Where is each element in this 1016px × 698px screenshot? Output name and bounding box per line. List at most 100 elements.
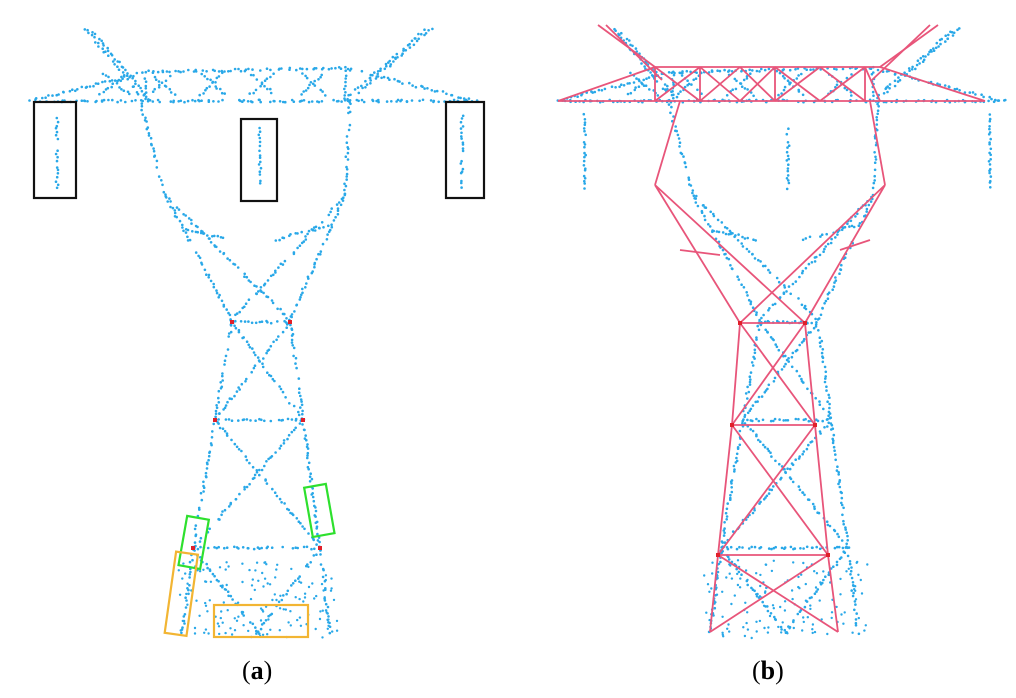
cloud-point (876, 109, 880, 112)
cloud-point (866, 563, 869, 566)
cloud-point (265, 351, 268, 355)
cloud-point (280, 501, 283, 504)
cloud-point (877, 105, 880, 108)
cloud-point (308, 480, 312, 483)
cloud-point (813, 507, 816, 511)
cloud-point (247, 67, 250, 71)
cloud-point (800, 341, 804, 344)
cloud-point (197, 254, 200, 258)
cloud-point (395, 52, 399, 56)
cloud-point (257, 133, 261, 137)
cloud-point (204, 471, 208, 475)
cloud-point (758, 70, 761, 73)
cloud-point (418, 99, 421, 103)
cloud-point (213, 574, 216, 578)
cloud-point (124, 100, 127, 104)
cloud-point (710, 70, 714, 73)
cloud-point (315, 527, 319, 530)
cloud-point (815, 545, 818, 549)
cloud-point (312, 226, 316, 229)
cloud-point (827, 421, 830, 425)
cloud-point (162, 190, 166, 194)
cloud-point (778, 462, 781, 466)
cloud-point (834, 236, 837, 239)
cloud-point (758, 318, 761, 322)
cloud-point (884, 87, 887, 91)
cloud-point (802, 620, 805, 624)
cloud-point (163, 84, 167, 88)
cloud-point (234, 319, 237, 323)
cloud-point (327, 224, 330, 228)
cloud-point (344, 155, 348, 158)
cloud-point (324, 609, 328, 612)
cloud-point (264, 619, 268, 622)
cloud-point (730, 602, 733, 606)
cloud-point (799, 547, 802, 550)
cloud-point (305, 545, 309, 549)
cloud-point (785, 187, 789, 191)
cloud-point (394, 56, 397, 60)
cloud-point (273, 593, 276, 596)
cloud-point (227, 505, 231, 508)
cloud-point (939, 42, 942, 46)
cloud-point (320, 100, 324, 103)
cloud-point (787, 285, 791, 288)
cloud-point (301, 423, 304, 426)
cloud-point (762, 604, 766, 607)
wireframe-member (709, 554, 829, 633)
cloud-point (219, 236, 223, 239)
cloud-point (287, 621, 290, 624)
cloud-point (833, 529, 837, 533)
cloud-point (980, 93, 983, 96)
cloud-point (258, 140, 262, 144)
cloud-point (278, 385, 281, 388)
cloud-point (752, 94, 755, 98)
joint-node (803, 321, 807, 325)
cloud-point (840, 228, 844, 232)
cloud-point (770, 547, 773, 551)
cloud-point (218, 293, 221, 297)
cloud-point (161, 69, 164, 73)
cloud-point (306, 456, 309, 460)
cloud-point (222, 408, 225, 411)
cloud-point (854, 624, 858, 627)
cloud-point (376, 70, 380, 73)
cloud-point (467, 97, 471, 100)
cloud-point (345, 172, 349, 176)
cloud-point (745, 77, 749, 80)
cloud-point (317, 78, 320, 81)
cloud-point (751, 252, 754, 256)
cloud-point (252, 73, 255, 77)
cloud-point (339, 67, 343, 70)
cloud-point (767, 626, 770, 629)
cloud-point (724, 511, 728, 515)
cloud-point (750, 586, 753, 590)
cloud-point (767, 309, 770, 312)
cloud-point (737, 278, 741, 281)
cloud-point (281, 418, 285, 422)
cloud-point (223, 429, 227, 433)
cloud-point (708, 590, 711, 593)
cloud-point (840, 539, 844, 542)
cloud-point (301, 287, 304, 291)
cloud-point (733, 77, 737, 81)
cloud-point (269, 456, 272, 459)
wireframe-member (827, 554, 839, 633)
cloud-point (823, 302, 826, 305)
cloud-point (840, 491, 843, 495)
cloud-point (316, 539, 320, 542)
cloud-point (819, 235, 822, 238)
cloud-point (743, 415, 746, 419)
panel-a-point-cloud (28, 27, 486, 639)
cloud-point (111, 98, 114, 102)
cloud-point (301, 525, 304, 528)
cloud-point (835, 560, 839, 564)
cloud-point (253, 284, 256, 288)
cloud-point (747, 250, 751, 253)
cloud-point (226, 590, 230, 593)
cloud-point (310, 271, 314, 275)
cloud-point (227, 418, 231, 421)
cloud-point (837, 535, 841, 539)
cloud-point (810, 321, 813, 325)
cloud-point (86, 100, 89, 103)
